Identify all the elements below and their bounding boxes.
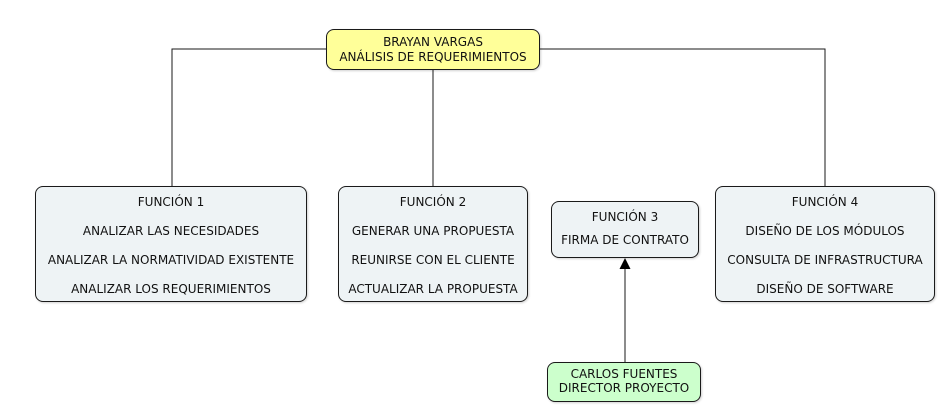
function-4-item: DISEÑO DE SOFTWARE bbox=[756, 282, 894, 296]
function-3-title: FUNCIÓN 3 bbox=[591, 210, 659, 224]
director-name: CARLOS FUENTES bbox=[570, 367, 678, 381]
arrowhead-up bbox=[619, 258, 631, 269]
function-2-node[interactable]: FUNCIÓN 2 GENERAR UNA PROPUESTA REUNIRSE… bbox=[338, 186, 528, 302]
function-4-title: FUNCIÓN 4 bbox=[791, 195, 859, 209]
function-2-title: FUNCIÓN 2 bbox=[399, 195, 467, 209]
function-3-item: FIRMA DE CONTRATO bbox=[561, 233, 689, 247]
function-1-title: FUNCIÓN 1 bbox=[137, 195, 205, 209]
function-1-item: ANALIZAR LA NORMATIVIDAD EXISTENTE bbox=[47, 253, 295, 267]
function-3-node[interactable]: FUNCIÓN 3 FIRMA DE CONTRATO bbox=[551, 201, 699, 258]
function-2-item: ACTUALIZAR LA PROPUESTA bbox=[348, 282, 518, 296]
function-2-item: REUNIRSE CON EL CLIENTE bbox=[351, 253, 515, 267]
root-role: ANÁLISIS DE REQUERIMIENTOS bbox=[339, 50, 527, 64]
root-node[interactable]: BRAYAN VARGAS ANÁLISIS DE REQUERIMIENTOS bbox=[326, 29, 540, 70]
function-4-item: DISEÑO DE LOS MÓDULOS bbox=[745, 224, 905, 238]
function-1-node[interactable]: FUNCIÓN 1 ANALIZAR LAS NECESIDADES ANALI… bbox=[35, 186, 307, 302]
director-role: DIRECTOR PROYECTO bbox=[558, 381, 690, 395]
function-2-item: GENERAR UNA PROPUESTA bbox=[351, 224, 515, 238]
connector-root-function-1 bbox=[171, 48, 326, 186]
root-name: BRAYAN VARGAS bbox=[383, 35, 483, 49]
director-node[interactable]: CARLOS FUENTES DIRECTOR PROYECTO bbox=[547, 362, 701, 402]
function-1-item: ANALIZAR LOS REQUERIMIENTOS bbox=[71, 282, 271, 296]
function-4-node[interactable]: FUNCIÓN 4 DISEÑO DE LOS MÓDULOS CONSULTA… bbox=[715, 186, 935, 302]
connector-root-function-4 bbox=[540, 48, 826, 186]
function-4-item: CONSULTA DE INFRASTRUCTURA bbox=[727, 253, 923, 267]
function-1-item: ANALIZAR LAS NECESIDADES bbox=[82, 224, 260, 238]
